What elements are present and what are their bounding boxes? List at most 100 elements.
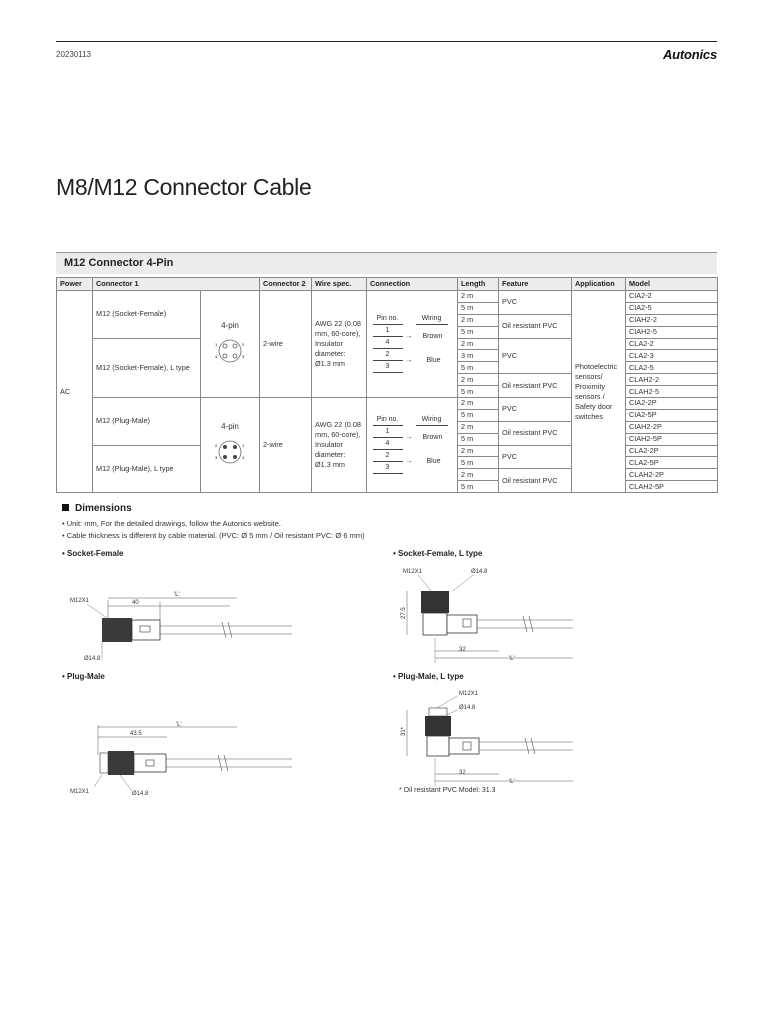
table-row: 2 m Oil resistant PVC CIAH2-2 [57, 313, 718, 339]
pin-no-header: Pin no. [372, 314, 403, 325]
pin-1: 1 [372, 427, 403, 439]
plug-male-drawing: 'L' 43.5 M12X1 Ø14.8 [70, 722, 292, 797]
feature-cell: PVC [498, 397, 572, 422]
dimensions-heading: Dimensions [62, 503, 132, 514]
section-header: M12 Connector 4-Pin [56, 252, 717, 274]
table-row: 5 m CIAH2-5 [57, 325, 718, 339]
dim-length: 43.5 [130, 731, 142, 737]
drawing-title: • Socket-Female, L type [393, 549, 483, 558]
length-cell: 5 m [457, 432, 499, 446]
pin-4: 4 [372, 439, 403, 451]
pin-number: 4 [215, 354, 218, 359]
drawing-title: • Plug-Male, L type [393, 672, 464, 681]
model-cell: CIA2-2P [625, 397, 718, 410]
footnote: * Oil resistant PVC Model: 31.3 [399, 787, 496, 794]
col-connector1: Connector 1 [92, 277, 260, 291]
pin-count-label: 4-pin [221, 320, 239, 330]
connection-cell: Pin no. Wiring 1 4 2 3 → Brown → Blue [366, 289, 458, 399]
dim-diameter: Ø14.8 [132, 791, 149, 797]
square-bullet-icon [62, 504, 69, 511]
length-cell: 2 m [457, 373, 499, 387]
pin-number: 1 [215, 342, 218, 347]
model-cell: CIAH2-5P [625, 432, 718, 446]
length-cell: 2 m [457, 420, 499, 434]
col-connector2: Connector 2 [259, 277, 312, 291]
length-cell: 3 m [457, 349, 499, 363]
length-cell: 2 m [457, 290, 499, 303]
brand-logo: Autonics [662, 47, 717, 62]
feature-cell: PVC [498, 337, 572, 375]
pin-4: 4 [372, 338, 403, 349]
feature-cell: Oil resistant PVC [498, 373, 572, 399]
drawing-title-text: Plug-Male, L type [398, 672, 464, 681]
table-row: 5 m CLA2-5 [57, 361, 718, 375]
wiring-diagram: Pin no. Wiring 1 4 2 3 → Brown → Blue [371, 413, 454, 477]
table-row: 2 m Oil resistant PVC CIAH2-2P [57, 420, 718, 446]
feature-cell: PVC [498, 444, 572, 470]
col-connection: Connection [366, 277, 458, 291]
pin-number: 1 [242, 443, 245, 448]
length-cell: 5 m [457, 361, 499, 375]
dim-L: 'L' [509, 779, 515, 785]
wire-color-blue: Blue [426, 458, 441, 466]
table-row: 2 m Oil resistant PVC CLAH2-2P [57, 468, 718, 494]
male-pin-diagram: 4-pin 2 1 4 3 [200, 397, 260, 494]
col-model: Model [625, 277, 718, 291]
model-cell: CIA2-2 [625, 290, 718, 303]
pin-2: 2 [372, 451, 403, 463]
wire-color-brown: Brown [422, 333, 443, 340]
dim-L: 'L' [509, 656, 515, 662]
dim-thread: M12X1 [70, 789, 90, 795]
col-length: Length [457, 277, 499, 291]
wiring-header: Wiring [415, 415, 448, 427]
dim-length: 32 [459, 770, 466, 776]
wiring-header: Wiring [415, 314, 448, 325]
table-row: 5 m CIA2-5 [57, 301, 718, 315]
model-cell: CLA2-2P [625, 444, 718, 458]
pin-number: 3 [215, 455, 218, 460]
dimension-note: • Unit: mm, For the detailed drawings, f… [62, 519, 281, 528]
document-code: 20230113 [56, 50, 91, 59]
table-row: 5 m CIA2-5P [57, 408, 718, 422]
feature-cell: Oil resistant PVC [498, 468, 572, 494]
table-row: 5 m CIAH2-5P [57, 432, 718, 446]
feature-cell: PVC [498, 290, 572, 315]
connector2-cell: 2-wire [259, 289, 312, 399]
dim-diameter: Ø14.8 [84, 656, 101, 662]
feature-cell: Oil resistant PVC [498, 420, 572, 446]
arrow-icon: → [405, 458, 413, 466]
length-cell: 2 m [457, 444, 499, 458]
drawing-title-text: Socket-Female, L type [398, 549, 483, 558]
drawing-title: • Plug-Male [62, 672, 105, 681]
socket-female-l-drawing: M12X1 Ø14.8 27.5 32 'L' [401, 569, 573, 663]
socket-female-drawing: 40 'L' M12X1 Ø14.8 [70, 592, 292, 662]
table-row: 5 m CLAH2-5P [57, 480, 718, 494]
table-row: 3 m CLA2-3 [57, 349, 718, 363]
dim-thread: M12X1 [70, 598, 90, 604]
connector1-label: M12 (Socket-Female) [92, 290, 201, 339]
length-cell: 2 m [457, 337, 499, 351]
col-power: Power [56, 277, 93, 291]
wire-spec-cell: AWG 22 (0.08 mm, 60-core), Insulator dia… [311, 289, 367, 399]
section-title: M12 Connector 4-Pin [64, 257, 174, 269]
dim-thread: M12X1 [459, 691, 479, 697]
power-cell: AC [56, 289, 93, 494]
dim-height: 27.5 [401, 607, 407, 619]
wire-color-blue: Blue [426, 357, 441, 364]
model-cell: CIAH2-5 [625, 325, 718, 339]
table-row: 5 m CLAH2-5 [57, 385, 718, 399]
connector1-label: M12 (Socket-Female), L type [92, 337, 201, 399]
pin-3: 3 [372, 463, 403, 475]
table-row: M12 (Plug-Male), L type 2 m PVC CLA2-2P [57, 444, 718, 494]
wire-spec-cell: AWG 22 (0.08 mm, 60-core), Insulator dia… [311, 397, 367, 494]
model-cell: CLAH2-5 [625, 385, 718, 399]
length-cell: 2 m [457, 313, 499, 327]
drawing-title: • Socket-Female [62, 549, 124, 558]
connector1-label: M12 (Plug-Male) [92, 397, 201, 446]
model-cell: CLAH2-2P [625, 468, 718, 482]
header-rule [56, 41, 717, 42]
connector1-label: M12 (Plug-Male), L type [92, 444, 201, 494]
arrow-icon: → [405, 333, 413, 340]
connection-cell: Pin no. Wiring 1 4 2 3 → Brown → Blue [366, 397, 458, 494]
dim-L: 'L' [174, 592, 180, 598]
